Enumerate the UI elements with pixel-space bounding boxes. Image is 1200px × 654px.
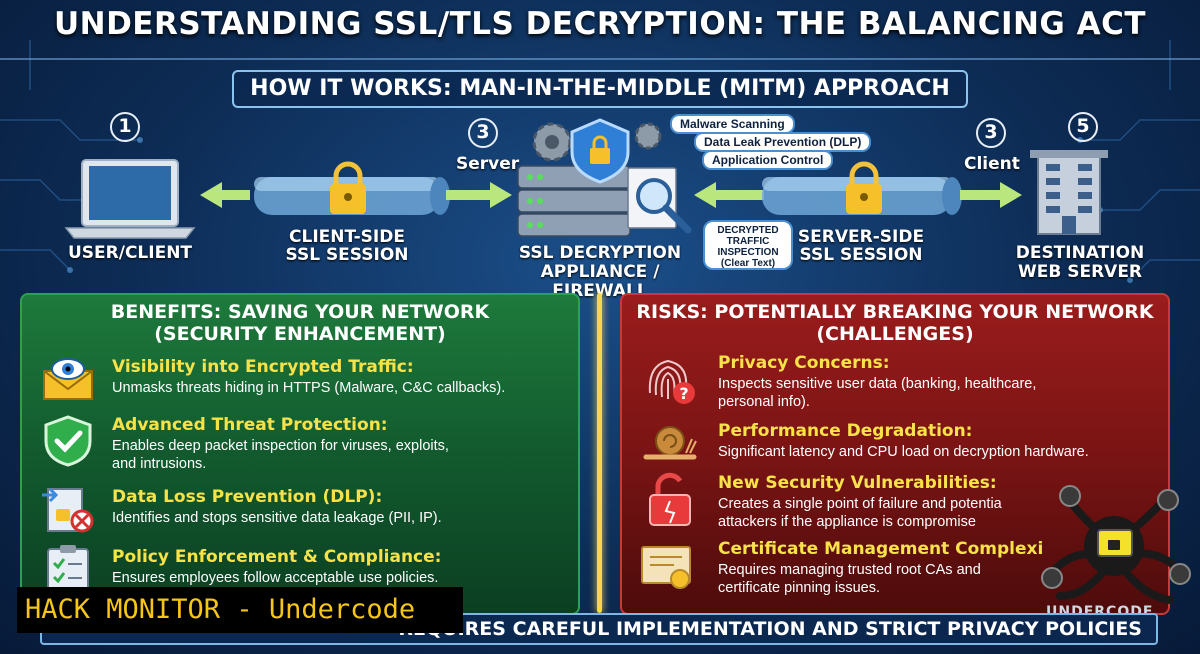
decrypted-line-3: INSPECTION [717, 247, 779, 258]
section-subtitle: HOW IT WORKS: MAN-IN-THE-MIDDLE (MITM) A… [232, 70, 968, 108]
risk-desc-4a: Requires managing trusted root CAs and [718, 562, 981, 578]
risk-desc-2: Significant latency and CPU load on decr… [718, 444, 1089, 460]
risks-heading: RISKS: POTENTIALLY BREAKING YOUR NETWORK… [622, 301, 1168, 345]
destination-label-2: WEB SERVER [1017, 262, 1143, 282]
benefit-desc-2b: and intrusions. [112, 456, 207, 472]
bubble-malware-scanning: Malware Scanning [670, 114, 795, 134]
fingerprint-question-icon: ? [648, 359, 695, 404]
step-number-5: 5 [1068, 112, 1098, 142]
title-divider [0, 58, 1200, 60]
hack-monitor-watermark: HACK MONITOR - Undercode [17, 587, 463, 633]
arrow-left-icon [200, 182, 250, 208]
decrypted-line-2: TRAFFIC [726, 236, 770, 247]
risk-desc-3a: Creates a single point of failure and po… [718, 496, 1002, 512]
decrypted-line-1: DECRYPTED [717, 225, 779, 236]
benefit-desc-2a: Enables deep packet inspection for virus… [112, 438, 449, 454]
benefits-heading-line1: BENEFITS: SAVING YOUR NETWORK [110, 301, 490, 323]
server-appliance-icon [517, 165, 631, 237]
document-magnifier-icon [627, 167, 692, 234]
shield-check-icon [44, 415, 92, 467]
undercode-mascot-logo [1041, 485, 1191, 604]
step-number-3-server: 3 [468, 118, 498, 148]
client-side-label-2: SSL SESSION [285, 245, 409, 265]
building-icon [1030, 150, 1108, 235]
step-number-1: 1 [110, 112, 140, 142]
benefit-title-4: Policy Enforcement & Compliance: [112, 547, 442, 567]
center-divider [597, 293, 602, 613]
client-step-label: Client [964, 154, 1020, 174]
benefit-title-2: Advanced Threat Protection: [112, 415, 388, 435]
decrypted-traffic-bubble: DECRYPTED TRAFFIC INSPECTION (Clear Text… [703, 220, 793, 270]
broken-lock-icon [649, 472, 691, 526]
risks-heading-line2: (CHALLENGES) [816, 323, 974, 345]
risk-title-3: New Security Vulnerabilities: [718, 473, 997, 493]
risk-title-2: Performance Degradation: [718, 421, 973, 441]
risk-desc-1b: personal info). [718, 394, 810, 410]
arrow-right-icon-2 [960, 182, 1022, 208]
appliance-label-1: SSL DECRYPTION [518, 243, 682, 263]
risk-title-4: Certificate Management Complexi [718, 539, 1044, 559]
server-step-label: Server [456, 154, 520, 174]
risk-desc-1a: Inspects sensitive user data (banking, h… [718, 376, 1037, 392]
benefit-title-3: Data Loss Prevention (DLP): [112, 487, 383, 507]
document-lock-icon [42, 487, 94, 533]
benefits-heading: BENEFITS: SAVING YOUR NETWORK (SECURITY … [22, 301, 578, 345]
lock-icon-right [846, 161, 882, 214]
laptop-icon [64, 159, 196, 239]
benefit-title-1: Visibility into Encrypted Traffic: [112, 357, 414, 377]
benefit-desc-3: Identifies and stops sensitive data leak… [112, 510, 442, 526]
step-number-3-client: 3 [976, 118, 1006, 148]
lock-icon-left [330, 161, 366, 214]
bubble-dlp: Data Leak Prevention (DLP) [694, 132, 872, 152]
ssl-tunnel-left [254, 177, 450, 215]
benefits-panel: BENEFITS: SAVING YOUR NETWORK (SECURITY … [20, 293, 580, 615]
arrow-left-icon-2 [694, 182, 764, 208]
risks-panel: RISKS: POTENTIALLY BREAKING YOUR NETWORK… [620, 293, 1170, 615]
risk-title-1: Privacy Concerns: [718, 353, 890, 373]
client-side-label-1: CLIENT-SIDE [289, 227, 405, 247]
benefits-heading-line2: (SECURITY ENHANCEMENT) [154, 323, 446, 345]
gear-icon [532, 122, 662, 162]
shield-lock-icon [570, 118, 630, 184]
arrow-right-icon [446, 182, 512, 208]
destination-label-1: DESTINATION [1015, 243, 1145, 263]
benefit-desc-4: Ensures employees follow acceptable use … [112, 570, 439, 586]
risk-desc-3b: attackers if the appliance is compromise [718, 514, 976, 530]
benefit-desc-1: Unmasks threats hiding in HTTPS (Malware… [112, 380, 506, 396]
snail-icon [643, 426, 697, 460]
risks-heading-line1: RISKS: POTENTIALLY BREAKING YOUR NETWORK [636, 301, 1154, 323]
eye-envelope-icon [43, 358, 93, 400]
svg-text:?: ? [679, 384, 688, 403]
page-title: UNDERSTANDING SSL/TLS DECRYPTION: THE BA… [53, 6, 1147, 42]
server-side-label-1: SERVER-SIDE [797, 227, 925, 247]
clipboard-check-icon [47, 545, 89, 598]
user-client-label: USER/CLIENT [67, 243, 193, 263]
certificate-icon [641, 546, 691, 589]
ssl-tunnel-right [762, 177, 962, 215]
server-side-label-2: SSL SESSION [799, 245, 923, 265]
decrypted-line-4: (Clear Text) [720, 258, 776, 269]
bubble-app-control: Application Control [702, 150, 834, 170]
risk-desc-4b: certificate pinning issues. [718, 580, 880, 596]
